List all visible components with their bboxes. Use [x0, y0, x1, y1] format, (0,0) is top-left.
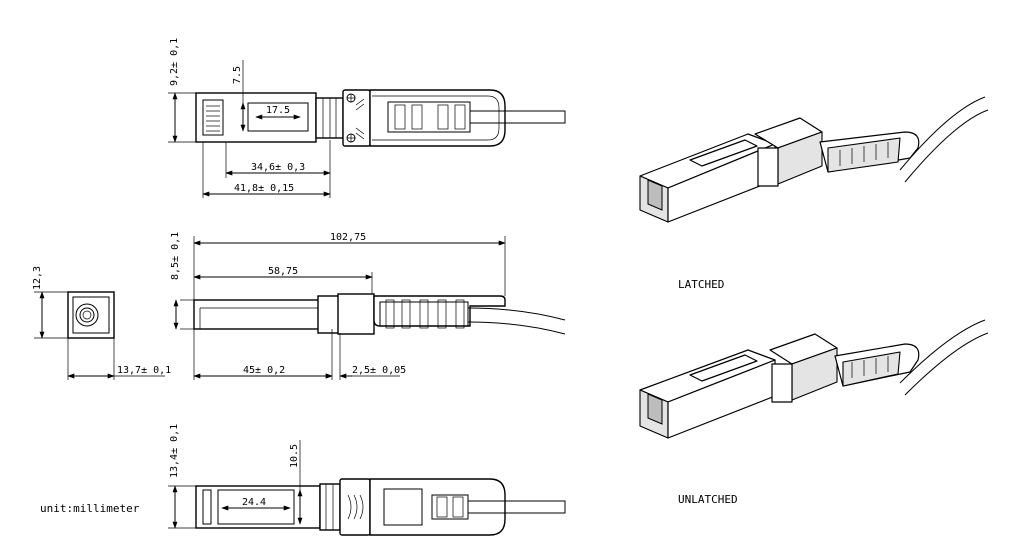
bottom-cable	[468, 500, 566, 514]
side-pull-tab	[373, 295, 506, 327]
top-pull-tab	[369, 89, 506, 147]
iso-unlatched	[639, 319, 989, 439]
dim-top-height: 9,2± 0,1	[169, 38, 180, 86]
latched-label: LATCHED	[678, 278, 724, 291]
end-view: 12,3 13,7± 0,1	[32, 266, 171, 380]
side-boot	[379, 301, 469, 327]
bottom-pull-tab	[369, 478, 506, 536]
dim-end-width: 13,7± 0,1	[117, 365, 171, 376]
unit-label: unit:millimeter	[40, 502, 140, 515]
dim-bottom-window-height: 10.5	[289, 444, 300, 468]
top-label-window	[247, 102, 309, 132]
dim-side-gap: 2,5± 0,05	[352, 365, 406, 376]
bottom-pull-head	[339, 478, 371, 536]
top-cable	[470, 110, 566, 124]
bottom-boot	[431, 494, 469, 520]
top-boot	[387, 101, 471, 133]
dim-top-length-b: 41,8± 0,15	[234, 183, 294, 194]
bottom-window	[383, 488, 423, 526]
top-view: 9,2± 0,1 7.5 17.5 34,6± 0,3 41,8± 0,15	[168, 38, 566, 198]
side-latch	[337, 293, 375, 335]
side-collar	[317, 295, 341, 334]
dim-bottom-height: 13,4± 0,1	[169, 424, 180, 478]
unlatched-label: UNLATCHED	[678, 493, 738, 506]
dim-top-window-width: 17.5	[266, 105, 290, 116]
bottom-label-window	[217, 489, 295, 525]
dim-side-overall: 102,75	[330, 232, 366, 243]
iso-latched	[639, 96, 989, 223]
side-view: 8,5± 0,1 102,75 58,75 45± 0,2 2,5± 0,05	[170, 232, 566, 380]
dim-side-height: 8,5± 0,1	[170, 232, 181, 280]
dim-side-body: 45± 0,2	[243, 365, 285, 376]
dim-bottom-window-width: 24.4	[242, 497, 266, 508]
bottom-view: 13,4± 0,1 10.5 24.4	[168, 424, 566, 536]
dim-end-height: 12,3	[32, 266, 43, 290]
dim-side-latch: 58,75	[268, 266, 298, 277]
dim-top-length-a: 34,6± 0,3	[251, 162, 305, 173]
side-module-body	[193, 299, 333, 330]
top-connector	[202, 99, 224, 136]
side-cable	[467, 307, 566, 335]
top-latch-collar	[315, 97, 344, 139]
dim-top-window-height: 7.5	[232, 66, 243, 84]
bottom-collar	[319, 483, 341, 531]
